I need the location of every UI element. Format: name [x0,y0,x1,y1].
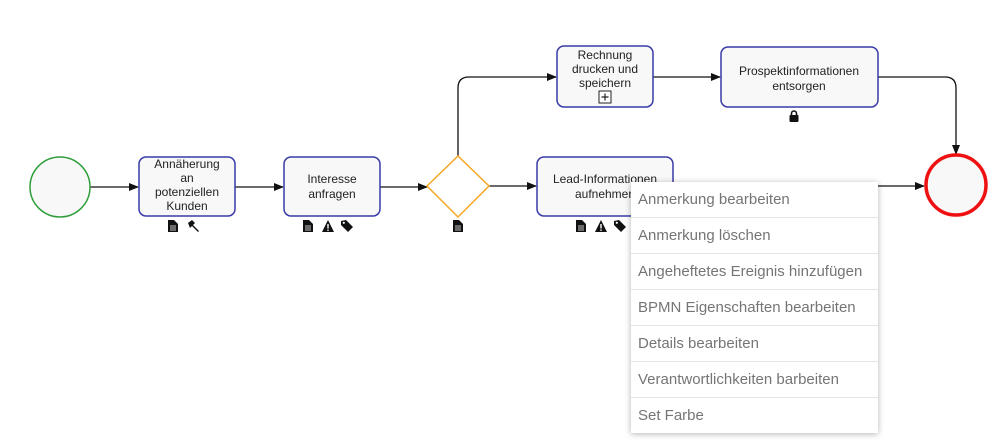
lock-icon [789,110,799,122]
menu-item-details-bearbeiten[interactable]: Details bearbeiten [631,326,878,362]
hammer-icon [188,220,199,232]
flow-gateway-to-rechnung[interactable] [457,73,557,156]
end-event[interactable] [924,153,988,217]
warning-icon [322,220,334,232]
menu-item-bpmn-eigenschaften[interactable]: BPMN Eigenschaften bearbeiten [631,290,878,326]
tag-icon [341,220,353,232]
warning-icon [595,220,607,232]
exclusive-gateway[interactable] [425,154,491,219]
flow-prospekt-to-end[interactable] [878,76,960,155]
subprocess-plus-icon[interactable] [598,90,612,104]
document-icon [576,220,586,232]
document-icon [453,220,463,232]
document-icon [168,220,178,232]
sequence-flows [90,73,960,191]
document-icon [303,220,313,232]
tag-icon [614,220,626,232]
context-menu: Anmerkung bearbeiten Anmerkung löschen A… [631,182,878,433]
menu-item-set-farbe[interactable]: Set Farbe [638,407,704,424]
menu-item-verantwortlichkeiten[interactable]: Verantwortlichkeiten barbeiten [631,362,878,398]
start-event[interactable] [29,156,91,218]
menu-item-anmerkung-bearbeiten[interactable]: Anmerkung bearbeiten [631,182,878,218]
menu-item-ereignis-hinzufuegen[interactable]: Angeheftetes Ereignis hinzufügen [631,254,878,290]
menu-item-anmerkung-loeschen[interactable]: Anmerkung löschen [631,218,878,254]
